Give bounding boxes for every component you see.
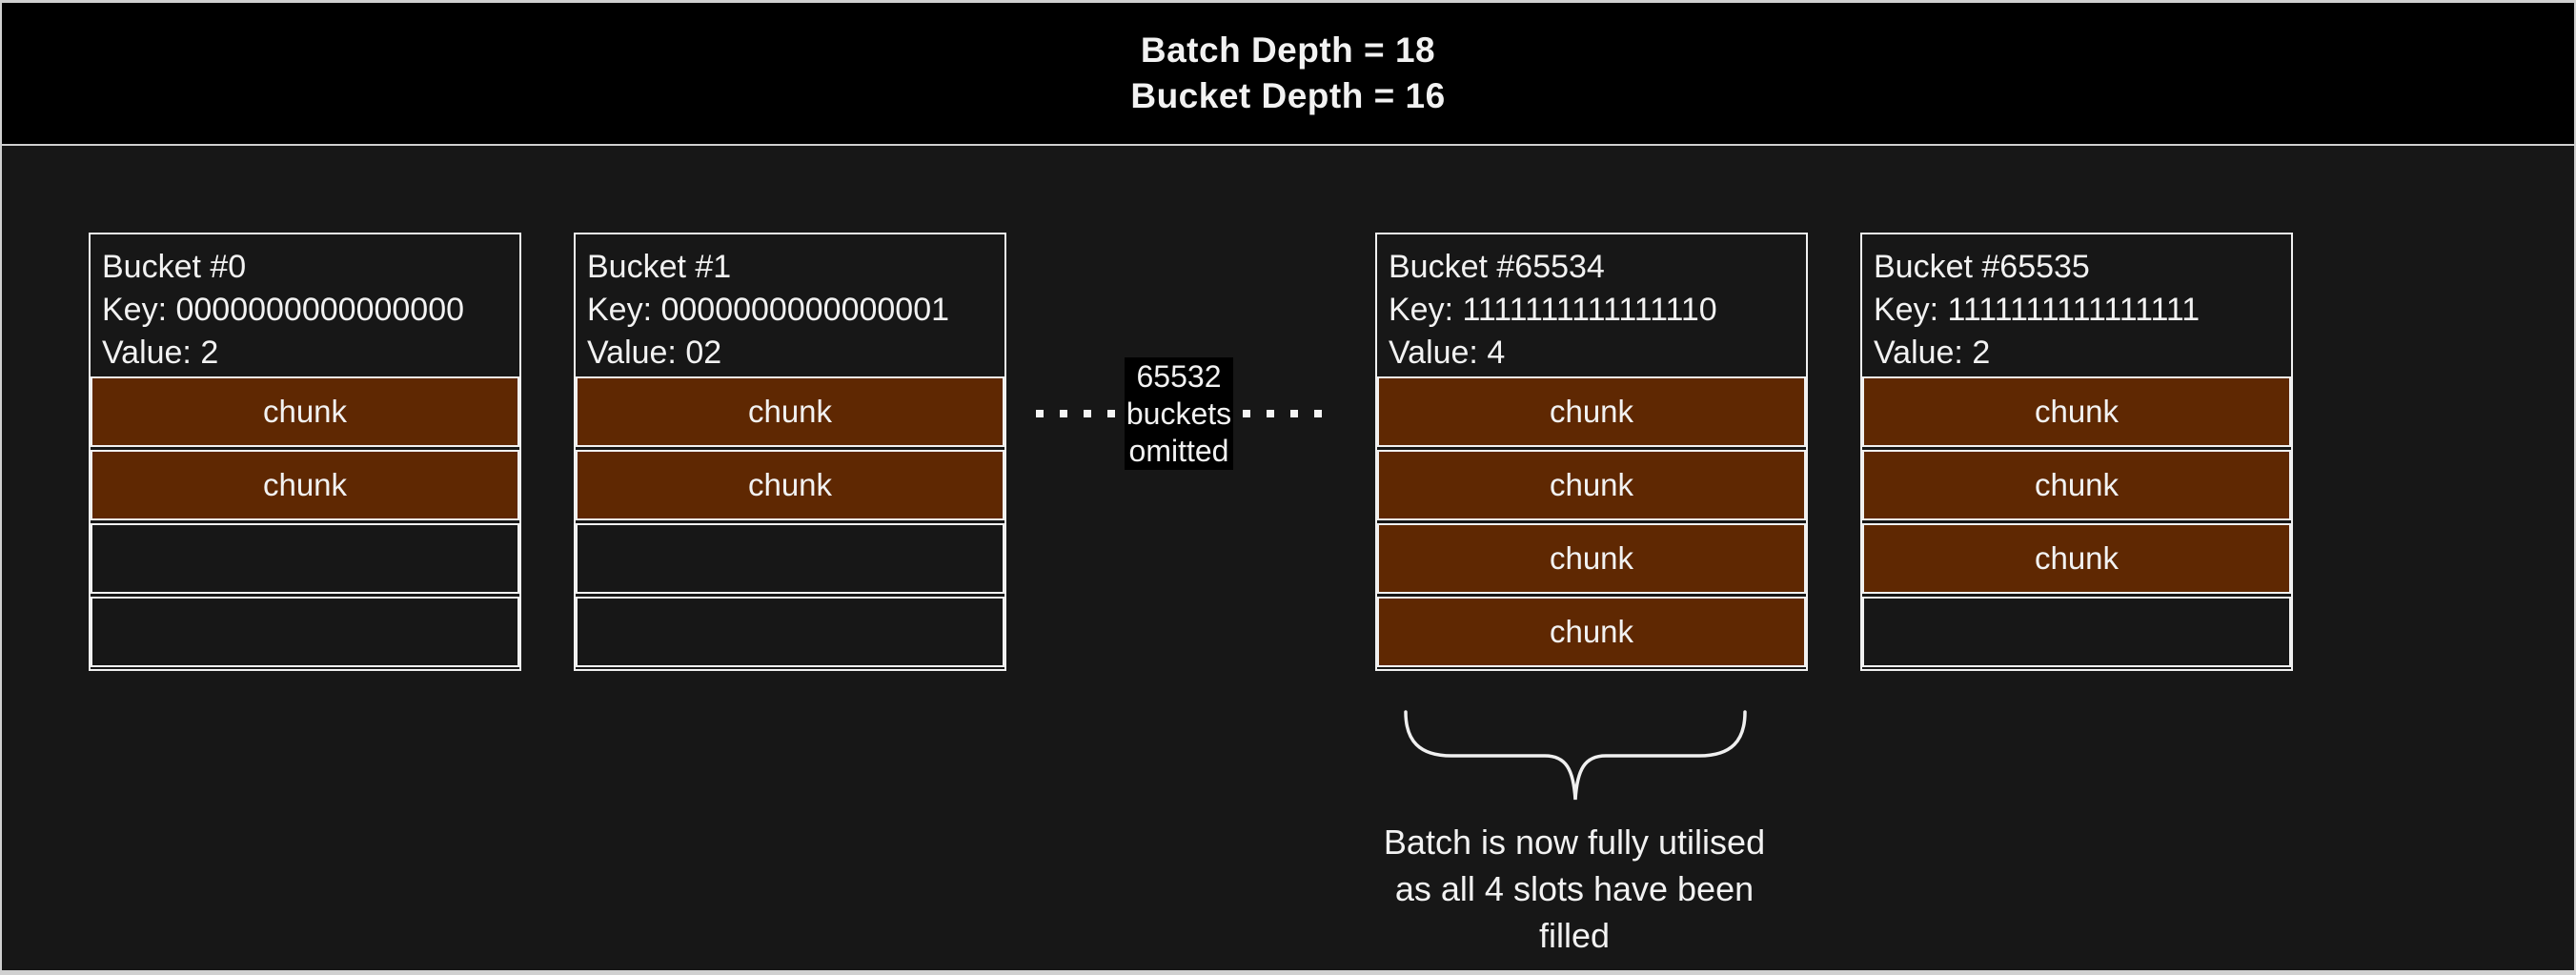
chunk-label: chunk [2034,394,2120,429]
ellipsis-dots-left [1036,410,1115,417]
omitted-line: omitted [1128,433,1229,468]
bucket-1: Bucket #1 Key: 0000000000000001 Value: 0… [574,233,1006,671]
bucket-value: Value: 2 [1874,335,1991,371]
dot-icon [1084,410,1091,417]
chunk-label: chunk [747,394,833,429]
dot-icon [1243,410,1250,417]
chunk-slot: chunk [576,376,1004,447]
annotation-line: filled [1538,916,1611,955]
dot-icon [1290,410,1298,417]
chunk-slot: chunk [1377,450,1806,520]
header-band: Batch Depth = 18 Bucket Depth = 16 [2,3,2574,146]
bucket-value: Value: 2 [102,335,219,371]
omitted-line: 65532 [1136,358,1222,394]
bucket-65534-header: Bucket #65534 Key: 1111111111111110 Valu… [1377,234,1806,374]
dot-icon [1060,410,1067,417]
bucket-key: Key: 1111111111111111 [1874,292,2201,328]
bucket-0-header: Bucket #0 Key: 0000000000000000 Value: 2 [91,234,519,374]
bucket-title: Bucket #65534 [1389,249,1605,285]
chunk-label: chunk [2034,540,2120,576]
batch-depth-title: Batch Depth = 18 [1140,30,1436,70]
bucket-title: Bucket #1 [587,249,732,285]
chunk-slot: chunk [576,450,1004,520]
dot-icon [1267,410,1274,417]
chunk-slot: chunk [1377,376,1806,447]
bucket-1-header: Bucket #1 Key: 0000000000000001 Value: 0… [576,234,1004,374]
empty-slot [576,597,1004,667]
dot-icon [1107,410,1115,417]
bucket-0: Bucket #0 Key: 0000000000000000 Value: 2… [89,233,521,671]
chunk-label: chunk [1549,540,1634,576]
bucket-65534: Bucket #65534 Key: 1111111111111110 Valu… [1375,233,1808,671]
buckets-omitted-note: 65532 buckets omitted [1125,357,1233,470]
chunk-slot: chunk [1862,523,2291,594]
chunk-slot: chunk [1377,523,1806,594]
chunk-label: chunk [1549,614,1634,649]
chunk-slot: chunk [1377,597,1806,667]
batch-annotation: Batch is now fully utilised as all 4 slo… [1288,819,1860,959]
brace-icon [1404,710,1747,801]
dot-icon [1036,410,1044,417]
annotation-line: as all 4 slots have been [1394,869,1755,908]
empty-slot [91,523,519,594]
annotation-line: Batch is now fully utilised [1383,823,1766,862]
bucket-key: Key: 0000000000000000 [102,292,465,328]
bucket-title: Bucket #0 [102,249,247,285]
dot-icon [1314,410,1322,417]
empty-slot [1862,597,2291,667]
empty-slot [91,597,519,667]
chunk-label: chunk [262,394,348,429]
ellipsis-dots-right [1243,410,1322,417]
chunk-slot: chunk [91,450,519,520]
bucket-value: Value: 4 [1389,335,1506,371]
chunk-slot: chunk [91,376,519,447]
bucket-key: Key: 1111111111111110 [1389,292,1717,328]
chunk-slot: chunk [1862,450,2291,520]
bucket-65535-header: Bucket #65535 Key: 1111111111111111 Valu… [1862,234,2291,374]
chunk-label: chunk [1549,394,1634,429]
chunk-label: chunk [262,467,348,502]
bucket-depth-title: Bucket Depth = 16 [1130,76,1446,115]
chunk-label: chunk [2034,467,2120,502]
bucket-value: Value: 02 [587,335,722,371]
chunk-label: chunk [1549,467,1634,502]
chunk-label: chunk [747,467,833,502]
omitted-line: buckets [1126,396,1232,431]
empty-slot [576,523,1004,594]
bucket-title: Bucket #65535 [1874,249,2090,285]
chunk-slot: chunk [1862,376,2291,447]
bucket-key: Key: 0000000000000001 [587,292,950,328]
bucket-65535: Bucket #65535 Key: 1111111111111111 Valu… [1860,233,2293,671]
